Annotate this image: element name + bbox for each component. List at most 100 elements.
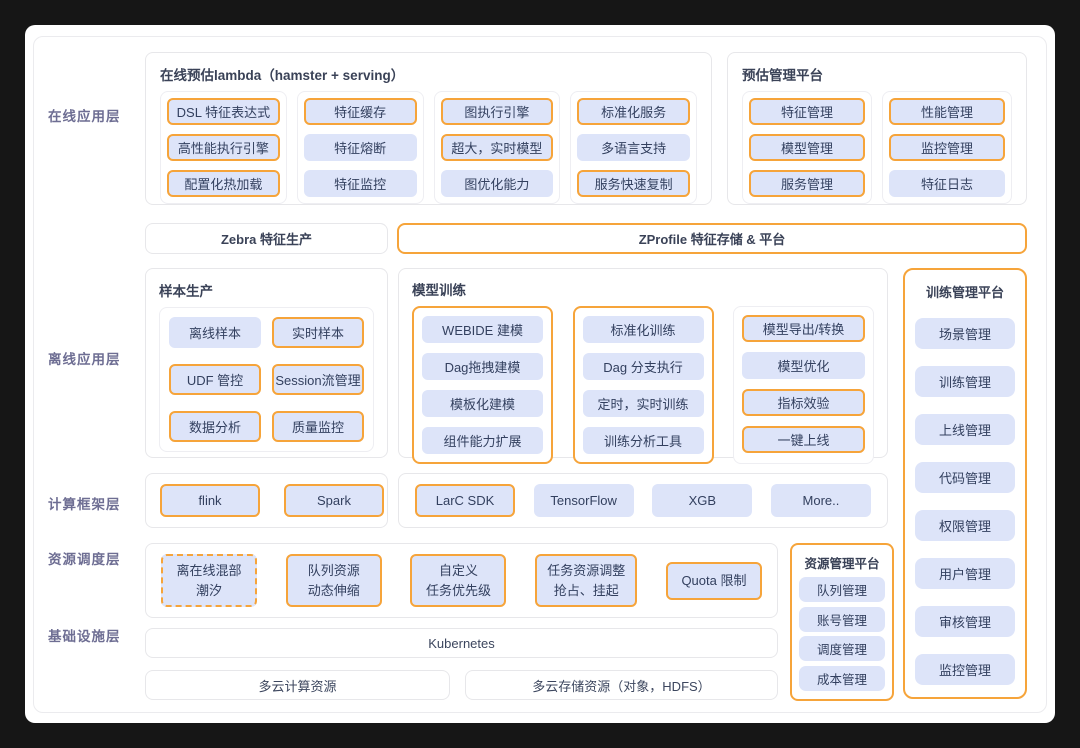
zebra-feature-production-bar: Zebra 特征生产 [145,223,388,254]
node-feature-circuit: 特征熔断 [303,134,417,161]
node-feature-mgmt: 特征管理 [749,98,865,125]
node-xgb: XGB [652,484,753,517]
layer-label-offline: 离线应用层 [48,352,121,367]
node-realtime-sample: 实时样本 [272,317,364,348]
node-metric-validation: 指标效验 [742,389,865,416]
node-tensorflow: TensorFlow [533,484,634,517]
node-line: 潮汐 [195,582,222,598]
multicloud-compute-bar: 多云计算资源 [145,670,450,700]
layer-label-online: 在线应用层 [48,109,121,124]
node-cost-mgmt: 成本管理 [799,666,885,691]
node-queue-elastic-scaling: 队列资源 动态伸缩 [285,554,382,607]
prediction-platform-box: 预估管理平台 特征管理 模型管理 服务管理 性能管理 监控管理 特征日志 [727,52,1027,205]
node-standardized-service: 标准化服务 [577,98,690,125]
model-training-box: 模型训练 WEBIDE 建模 Dag拖拽建模 模板化建模 组件能力扩展 标准化训… [398,268,888,464]
framework-group-stream-batch: flink Spark [145,473,388,528]
node-session-flow-mgmt: Session流管理 [272,364,364,395]
node-scheduled-realtime-training: 定时，实时训练 [582,390,704,417]
model-training-title: 模型训练 [412,283,466,298]
node-model-optimization: 模型优化 [742,352,865,379]
resource-platform-title: 资源管理平台 [804,557,880,571]
node-feature-log: 特征日志 [889,170,1005,197]
node-task-resource-adjust: 任务资源调整 抢占、挂起 [535,554,638,607]
online-lambda-box: 在线预估lambda（hamster + serving） DSL 特征表达式 … [145,52,712,205]
node-template-modeling: 模板化建模 [422,390,543,417]
node-training-analysis-tools: 训练分析工具 [582,427,704,454]
node-performance-mgmt: 性能管理 [889,98,1005,125]
layer-label-scheduling: 资源调度层 [48,552,121,567]
sample-production-title: 样本生产 [159,284,213,299]
node-audit-mgmt: 审核管理 [915,606,1015,637]
node-model-export-convert: 模型导出/转换 [742,315,865,342]
node-udf-control: UDF 管控 [169,364,261,395]
node-one-click-launch: 一键上线 [742,426,865,453]
node-graph-exec-engine: 图执行引擎 [440,98,554,125]
resource-platform-box: 资源管理平台 队列管理 账号管理 调度管理 成本管理 [790,543,894,701]
model-training-group-training: 标准化训练 Dag 分支执行 定时，实时训练 训练分析工具 [572,306,714,464]
node-line: 动态伸缩 [307,582,360,598]
node-high-perf-engine: 高性能执行引擎 [167,134,280,161]
node-multi-language: 多语言支持 [577,134,690,161]
node-large-realtime-model: 超大，实时模型 [440,134,554,161]
model-training-group-modeling: WEBIDE 建模 Dag拖拽建模 模板化建模 组件能力扩展 [412,306,553,464]
prediction-platform-title: 预估管理平台 [742,68,823,83]
node-queue-mgmt: 队列管理 [799,576,885,602]
multicloud-storage-bar: 多云存储资源（对象，HDFS） [465,670,778,700]
kubernetes-bar: Kubernetes [145,628,778,658]
node-feature-monitoring: 特征监控 [303,170,417,197]
node-custom-task-priority: 自定义 任务优先级 [410,554,507,607]
lambda-column-4: 标准化服务 多语言支持 服务快速复制 [570,91,697,204]
layer-label-framework: 计算框架层 [48,497,121,512]
node-larc-sdk: LarC SDK [415,484,515,517]
node-dag-branch-exec: Dag 分支执行 [582,353,704,380]
node-code-mgmt: 代码管理 [915,462,1015,493]
node-account-mgmt: 账号管理 [799,606,885,632]
node-data-analysis: 数据分析 [169,411,261,442]
node-fast-service-clone: 服务快速复制 [577,170,690,197]
resource-scheduling-box: 离在线混部 潮汐 队列资源 动态伸缩 自定义 任务优先级 任务资源调整 抢占、挂… [145,543,778,618]
sample-production-box: 样本生产 离线样本 实时样本 UDF 管控 Session流管理 数据分析 质量… [145,268,388,458]
node-quality-monitoring: 质量监控 [272,411,364,442]
node-service-mgmt: 服务管理 [749,170,865,197]
node-model-mgmt: 模型管理 [749,134,865,161]
node-feature-cache: 特征缓存 [303,98,417,125]
node-training-mgmt: 训练管理 [915,366,1015,397]
node-scene-mgmt: 场景管理 [915,318,1015,349]
node-dag-drag-modeling: Dag拖拽建模 [422,353,543,380]
node-line: 离在线混部 [176,563,242,578]
node-user-mgmt: 用户管理 [915,558,1015,589]
node-spark: Spark [284,484,384,517]
lambda-column-1: DSL 特征表达式 高性能执行引擎 配置化热加载 [160,91,287,204]
training-platform-box: 训练管理平台 场景管理 训练管理 上线管理 代码管理 权限管理 用户管理 审核管… [903,268,1027,699]
node-offline-sample: 离线样本 [169,317,261,348]
node-hybrid-colocation-tide: 离在线混部 潮汐 [161,554,257,607]
node-line: 任务资源调整 [547,563,626,578]
node-line: Quota 限制 [681,572,747,588]
node-launch-mgmt: 上线管理 [915,414,1015,445]
zprofile-feature-store-bar: ZProfile 特征存储 & 平台 [397,223,1027,254]
framework-group-training: LarC SDK TensorFlow XGB More.. [398,473,888,528]
node-graph-optimization: 图优化能力 [440,170,554,197]
node-flink: flink [160,484,260,517]
node-webide-modeling: WEBIDE 建模 [422,316,543,343]
node-permission-mgmt: 权限管理 [915,510,1015,541]
prediction-column-2: 性能管理 监控管理 特征日志 [882,91,1012,204]
diagram-canvas-border [33,36,1047,713]
layer-label-infrastructure: 基础设施层 [48,629,121,644]
node-line: 队列资源 [307,563,360,578]
prediction-column-1: 特征管理 模型管理 服务管理 [742,91,872,204]
sample-production-panel: 离线样本 实时样本 UDF 管控 Session流管理 数据分析 质量监控 [159,307,374,452]
node-more: More.. [770,484,871,517]
node-line: 自定义 [438,563,478,578]
node-standardized-training: 标准化训练 [582,316,704,343]
node-schedule-mgmt: 调度管理 [799,636,885,662]
training-platform-title: 训练管理平台 [925,285,1004,300]
node-config-hot-reload: 配置化热加载 [167,170,280,197]
node-line: 抢占、挂起 [553,582,619,598]
node-quota-limit: Quota 限制 [665,561,762,600]
model-training-group-deploy: 模型导出/转换 模型优化 指标效验 一键上线 [733,306,874,464]
lambda-box-title: 在线预估lambda（hamster + serving） [160,68,405,83]
node-monitoring-mgmt: 监控管理 [889,134,1005,161]
node-component-extension: 组件能力扩展 [422,427,543,454]
lambda-column-3: 图执行引擎 超大，实时模型 图优化能力 [433,91,561,204]
